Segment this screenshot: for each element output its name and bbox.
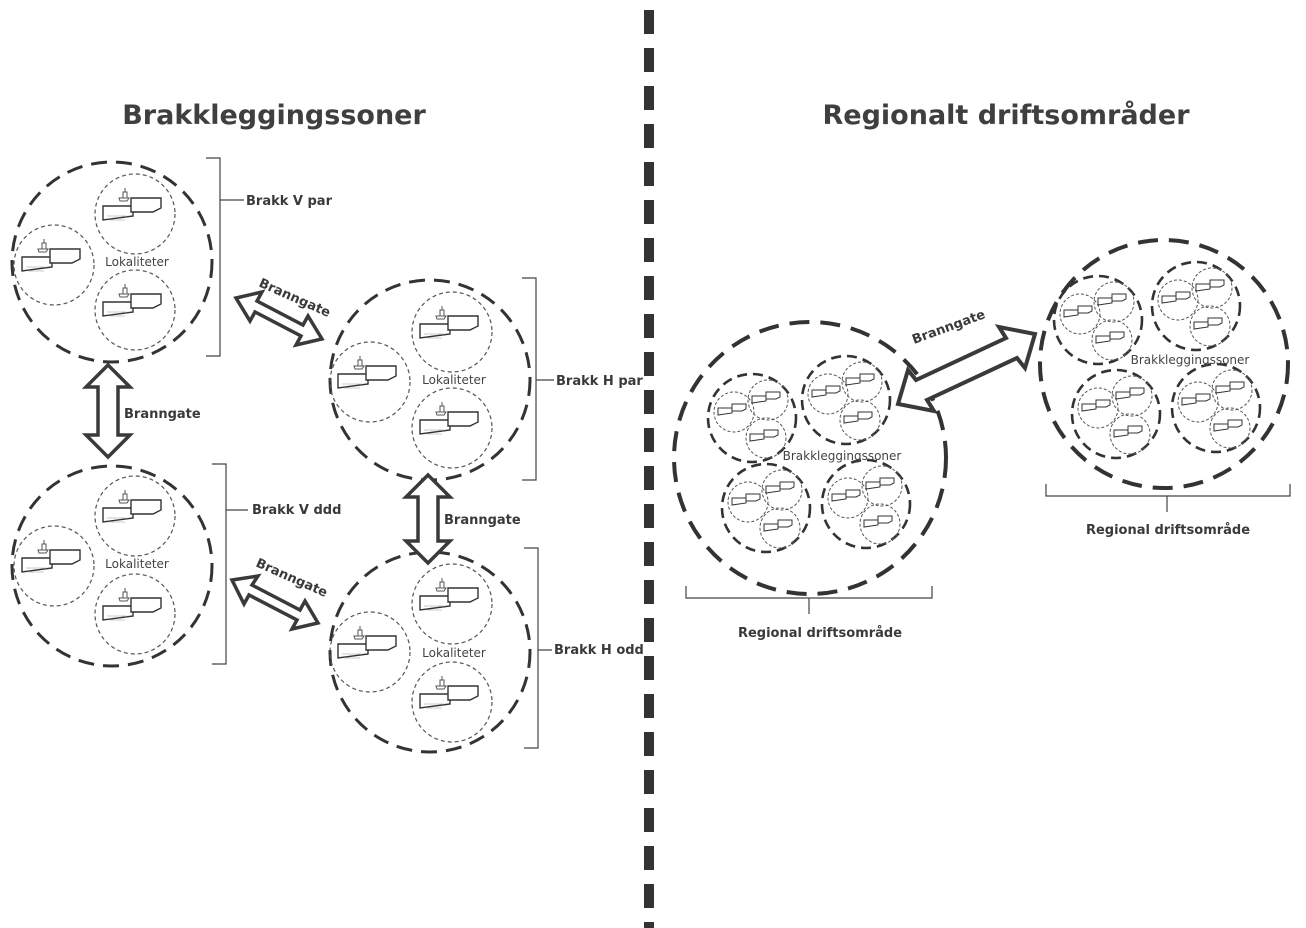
lokalitet-label: Lokaliteter — [105, 557, 169, 571]
branngate-arrow — [895, 324, 1038, 414]
branngate-arrow — [229, 573, 321, 632]
branngate-label: Branngate — [444, 513, 521, 528]
lokalitet-label: Lokaliteter — [422, 373, 486, 387]
zone-label: Brakkleggingssoner — [1131, 353, 1250, 367]
branngate-label: Branngate — [124, 407, 201, 422]
zone-bracket-label: Brakk V ddd — [252, 503, 341, 518]
bracket — [685, 586, 933, 614]
regional-area-left: Brakkleggingssoner — [672, 320, 948, 596]
branngate-arrow — [81, 362, 135, 460]
zone-brakk-h-par: Lokaliteter — [328, 278, 532, 482]
bracket — [212, 463, 248, 665]
bracket — [1045, 484, 1291, 512]
left-title: Brakkleggingssoner — [122, 100, 426, 131]
bracket — [522, 277, 554, 481]
zone-bracket-label: Brakk H par — [556, 374, 643, 389]
zone-bracket-label: Brakk V par — [246, 194, 333, 209]
branngate-label: Branngate — [910, 307, 987, 347]
bracket — [524, 547, 552, 749]
region-bracket-label: Regional driftsområde — [1086, 523, 1250, 538]
lokalitet-label: Lokaliteter — [105, 255, 169, 269]
branngate-arrow — [401, 472, 455, 566]
zone-brakk-h-odd: Lokaliteter — [328, 550, 532, 754]
zone-bracket-label: Brakk H odd — [554, 643, 644, 658]
regional-area-right: Brakkleggingssoner — [1038, 238, 1290, 490]
branngate-arrow — [233, 289, 325, 348]
lokalitet-label: Lokaliteter — [422, 646, 486, 660]
bracket — [206, 157, 244, 357]
zone-brakk-v-ddd: Lokaliteter — [10, 464, 214, 668]
zone-label: Brakkleggingssoner — [783, 449, 902, 463]
zone-brakk-v-par: Lokaliteter — [10, 160, 214, 364]
right-title: Regionalt driftsområder — [822, 99, 1190, 131]
region-bracket-label: Regional driftsområde — [738, 626, 902, 641]
